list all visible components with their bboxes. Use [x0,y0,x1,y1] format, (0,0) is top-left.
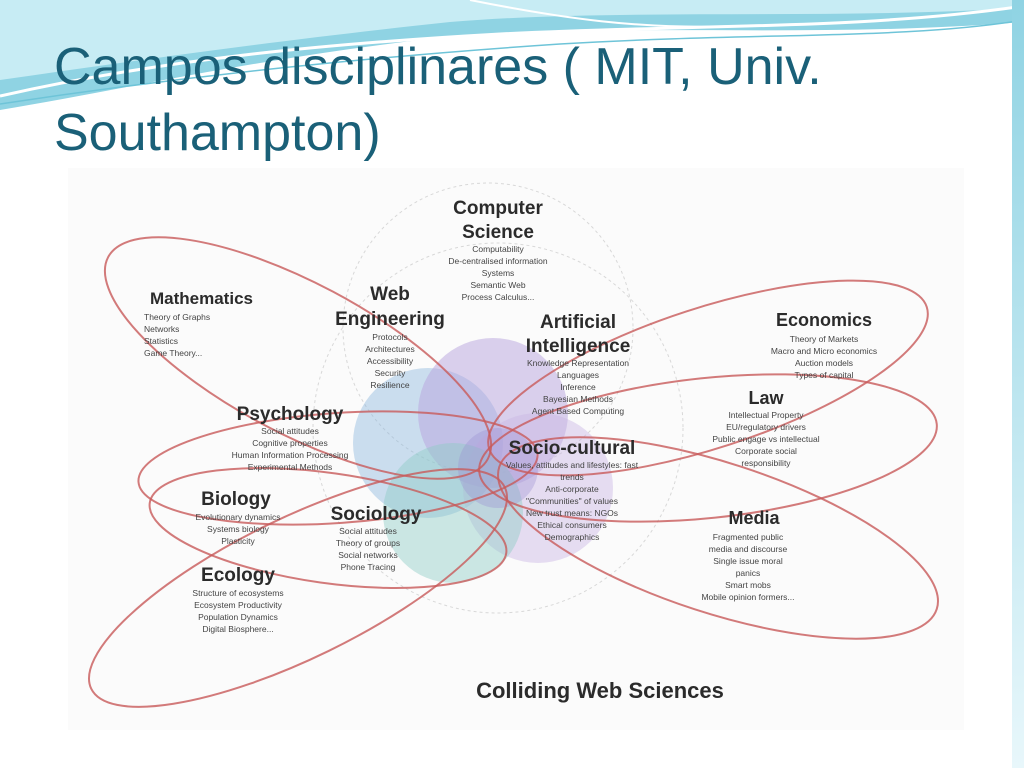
topic-item: Social attitudes [339,526,397,536]
topic-item: Social attitudes [261,426,319,436]
discipline-title: Mathematics [150,289,253,308]
topic-item: Anti-corporate [545,484,599,494]
topic-item: Theory of Graphs [144,312,210,322]
discipline-psychology: Psychology Social attitudes Cognitive pr… [232,404,349,472]
discipline-title: Web [370,284,410,305]
topic-item: Theory of groups [336,538,400,548]
discipline-title: Engineering [335,309,445,330]
topic-item: Macro and Micro economics [771,346,877,356]
discipline-sociology: Sociology Social attitudes Theory of gro… [331,504,422,572]
topic-item: Mobile opinion formers... [701,592,794,602]
discipline-biology: Biology Evolutionary dynamics Systems bi… [195,489,280,546]
discipline-law: Law Intellectual Property EU/regulatory … [712,388,819,468]
topic-item: Demographics [545,532,600,542]
topic-item: media and discourse [709,544,788,554]
topic-item: responsibility [741,458,791,468]
topic-item: Semantic Web [470,280,525,290]
topic-item: Types of capital [794,370,853,380]
topic-item: Bayesian Methods [543,394,613,404]
topic-item: trends [560,472,584,482]
topic-item: Networks [144,324,179,334]
discipline-title: Artificial [540,312,616,333]
discipline-artificial-intelligence: Artificial Intelligence Knowledge Repres… [526,312,631,416]
discipline-mathematics: Mathematics Theory of Graphs Networks St… [144,289,253,358]
topic-item: Phone Tracing [341,562,396,572]
topic-item: Protocols [372,332,407,342]
discipline-socio-cultural: Socio-cultural Values, attitudes and lif… [506,438,639,542]
header-wave-decoration [0,0,1024,110]
topic-item: Values, attitudes and lifestyles: fast [506,460,639,470]
faint-circles [312,182,684,614]
topic-item: Auction models [795,358,853,368]
topic-item: Population Dynamics [198,612,278,622]
topic-item: Single issue moral [713,556,783,566]
topic-item: New trust means: NGOs [526,508,618,518]
topic-item: De-centralised information [448,256,547,266]
topic-item: Game Theory... [144,348,202,358]
topic-item: Resilience [370,380,409,390]
discipline-title: Psychology [237,404,344,425]
topic-item: panics [736,568,761,578]
topic-item: Plasticity [221,536,255,546]
topic-item: Public engage vs intellectual [712,434,819,444]
discipline-title: Intelligence [526,336,631,357]
topic-item: Cognitive properties [252,438,328,448]
discipline-title: Media [728,508,780,528]
discipline-title: Ecology [201,565,275,586]
topic-item: Process Calculus... [462,292,535,302]
discipline-ecology: Ecology Structure of ecosystems Ecosyste… [192,565,283,634]
topic-item: Structure of ecosystems [192,588,283,598]
discipline-title: Socio-cultural [509,438,636,459]
topic-item: Inference [560,382,596,392]
topic-item: Computability [472,244,524,254]
topic-item: Systems biology [207,524,270,534]
topic-item: Systems [482,268,515,278]
topic-item: Ethical consumers [537,520,606,530]
topic-item: Evolutionary dynamics [195,512,280,522]
discipline-title: Science [462,222,534,243]
discipline-title: Sociology [331,504,422,525]
topic-item: Languages [557,370,599,380]
topic-item: EU/regulatory drivers [726,422,806,432]
discipline-title: Computer [453,198,543,219]
topic-item: Accessibility [367,356,414,366]
diagram-canvas: Computer Science Computability De-centra… [88,182,939,708]
colliding-web-sciences-diagram: Computer Science Computability De-centra… [68,168,964,730]
topic-item: Knowledge Representation [527,358,629,368]
topic-item: Statistics [144,336,178,346]
topic-item: Ecosystem Productivity [194,600,283,610]
slide-title: Campos disciplinares ( MIT, Univ. Southa… [54,38,822,162]
discipline-title: Biology [201,489,271,510]
topic-item: Security [375,368,406,378]
discipline-economics: Economics Theory of Markets Macro and Mi… [771,310,877,380]
discipline-title: Law [748,388,784,408]
discipline-ellipses [88,236,939,708]
discipline-title: Economics [776,310,872,330]
right-edge-decoration [1012,0,1024,768]
topic-item: Agent Based Computing [532,406,624,416]
discipline-web-engineering: Web Engineering Protocols Architectures … [335,284,445,390]
topic-item: "Communities" of values [526,496,618,506]
diagram-caption: Colliding Web Sciences [476,678,724,703]
topic-item: Social networks [338,550,398,560]
topic-item: Corporate social [735,446,797,456]
topic-item: Digital Biosphere... [202,624,273,634]
discipline-computer-science: Computer Science Computability De-centra… [448,198,547,302]
topic-item: Human Information Processing [232,450,349,460]
discipline-media: Media Fragmented public media and discou… [701,508,794,602]
topic-item: Architectures [365,344,415,354]
topic-item: Theory of Markets [790,334,859,344]
topic-item: Intellectual Property [728,410,804,420]
topic-item: Experimental Methods [248,462,333,472]
topic-item: Fragmented public [713,532,784,542]
topic-item: Smart mobs [725,580,771,590]
